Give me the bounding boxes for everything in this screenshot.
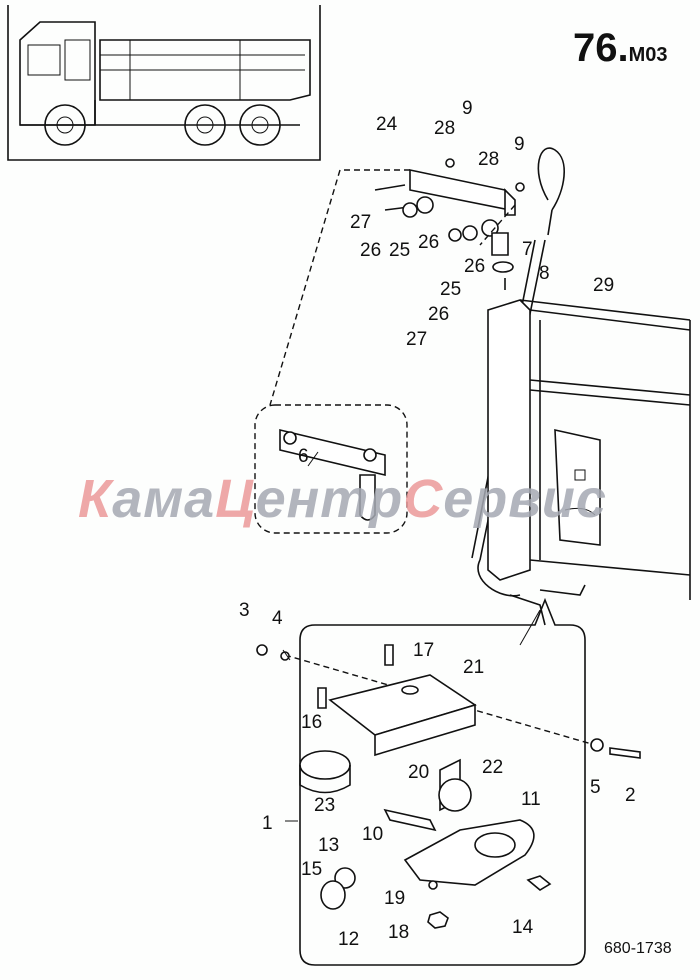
lower-detail-inset <box>284 597 596 966</box>
callout-28: 28 <box>478 149 499 170</box>
callout-21: 21 <box>463 657 484 678</box>
callout-14: 14 <box>512 917 534 938</box>
page-number-suffix: M03 <box>628 44 668 66</box>
callout-26: 26 <box>418 232 439 253</box>
callout-4: 4 <box>272 608 283 629</box>
callout-2: 2 <box>625 785 636 806</box>
watermark-part: ентр <box>255 469 404 529</box>
callout-28: 28 <box>434 118 455 139</box>
callout-16: 16 <box>301 712 322 733</box>
callout-18: 18 <box>388 922 409 943</box>
callout-15: 15 <box>301 859 322 880</box>
callout-20: 20 <box>408 762 429 783</box>
callout-19: 19 <box>384 888 405 909</box>
watermark-part: ама <box>112 469 216 529</box>
callout-26: 26 <box>428 304 449 325</box>
callout-3: 3 <box>239 600 250 621</box>
callout-24: 24 <box>376 114 398 135</box>
detail-inset-6 <box>254 404 408 534</box>
callout-26: 26 <box>360 240 381 261</box>
page-number-main: 76. <box>573 26 629 70</box>
callout-7: 7 <box>522 239 533 260</box>
callout-12: 12 <box>338 929 359 950</box>
page-number: 76.M03 <box>573 26 668 71</box>
callout-22: 22 <box>482 757 503 778</box>
callout-23: 23 <box>314 795 335 816</box>
watermark: КамаЦентрСервис <box>78 472 607 526</box>
callout-27: 27 <box>406 329 427 350</box>
callout-25: 25 <box>440 279 461 300</box>
callout-8: 8 <box>539 263 550 284</box>
callout-9: 9 <box>462 98 473 119</box>
callout-labels: 24 28 9 9 28 27 26 25 26 26 25 7 8 29 26… <box>239 98 636 950</box>
watermark-part: ервис <box>443 469 607 529</box>
callout-13: 13 <box>318 835 339 856</box>
callout-11: 11 <box>521 789 541 810</box>
tailgate-panel <box>487 299 691 600</box>
callout-9: 9 <box>514 134 525 155</box>
callout-17: 17 <box>413 640 434 661</box>
watermark-part: С <box>403 469 444 529</box>
callout-26: 26 <box>464 256 485 277</box>
watermark-part: Ц <box>215 469 256 529</box>
callout-5: 5 <box>590 777 601 798</box>
drawing-code: 680-1738 <box>604 940 672 957</box>
callout-25: 25 <box>389 240 410 261</box>
callout-6: 6 <box>298 446 309 467</box>
callout-27: 27 <box>350 212 371 233</box>
callout-29: 29 <box>593 275 614 296</box>
callout-1: 1 <box>262 813 273 834</box>
hinge-bracket <box>374 158 525 290</box>
callout-10: 10 <box>362 824 383 845</box>
watermark-part: К <box>78 469 113 529</box>
truck-inset <box>7 5 321 161</box>
